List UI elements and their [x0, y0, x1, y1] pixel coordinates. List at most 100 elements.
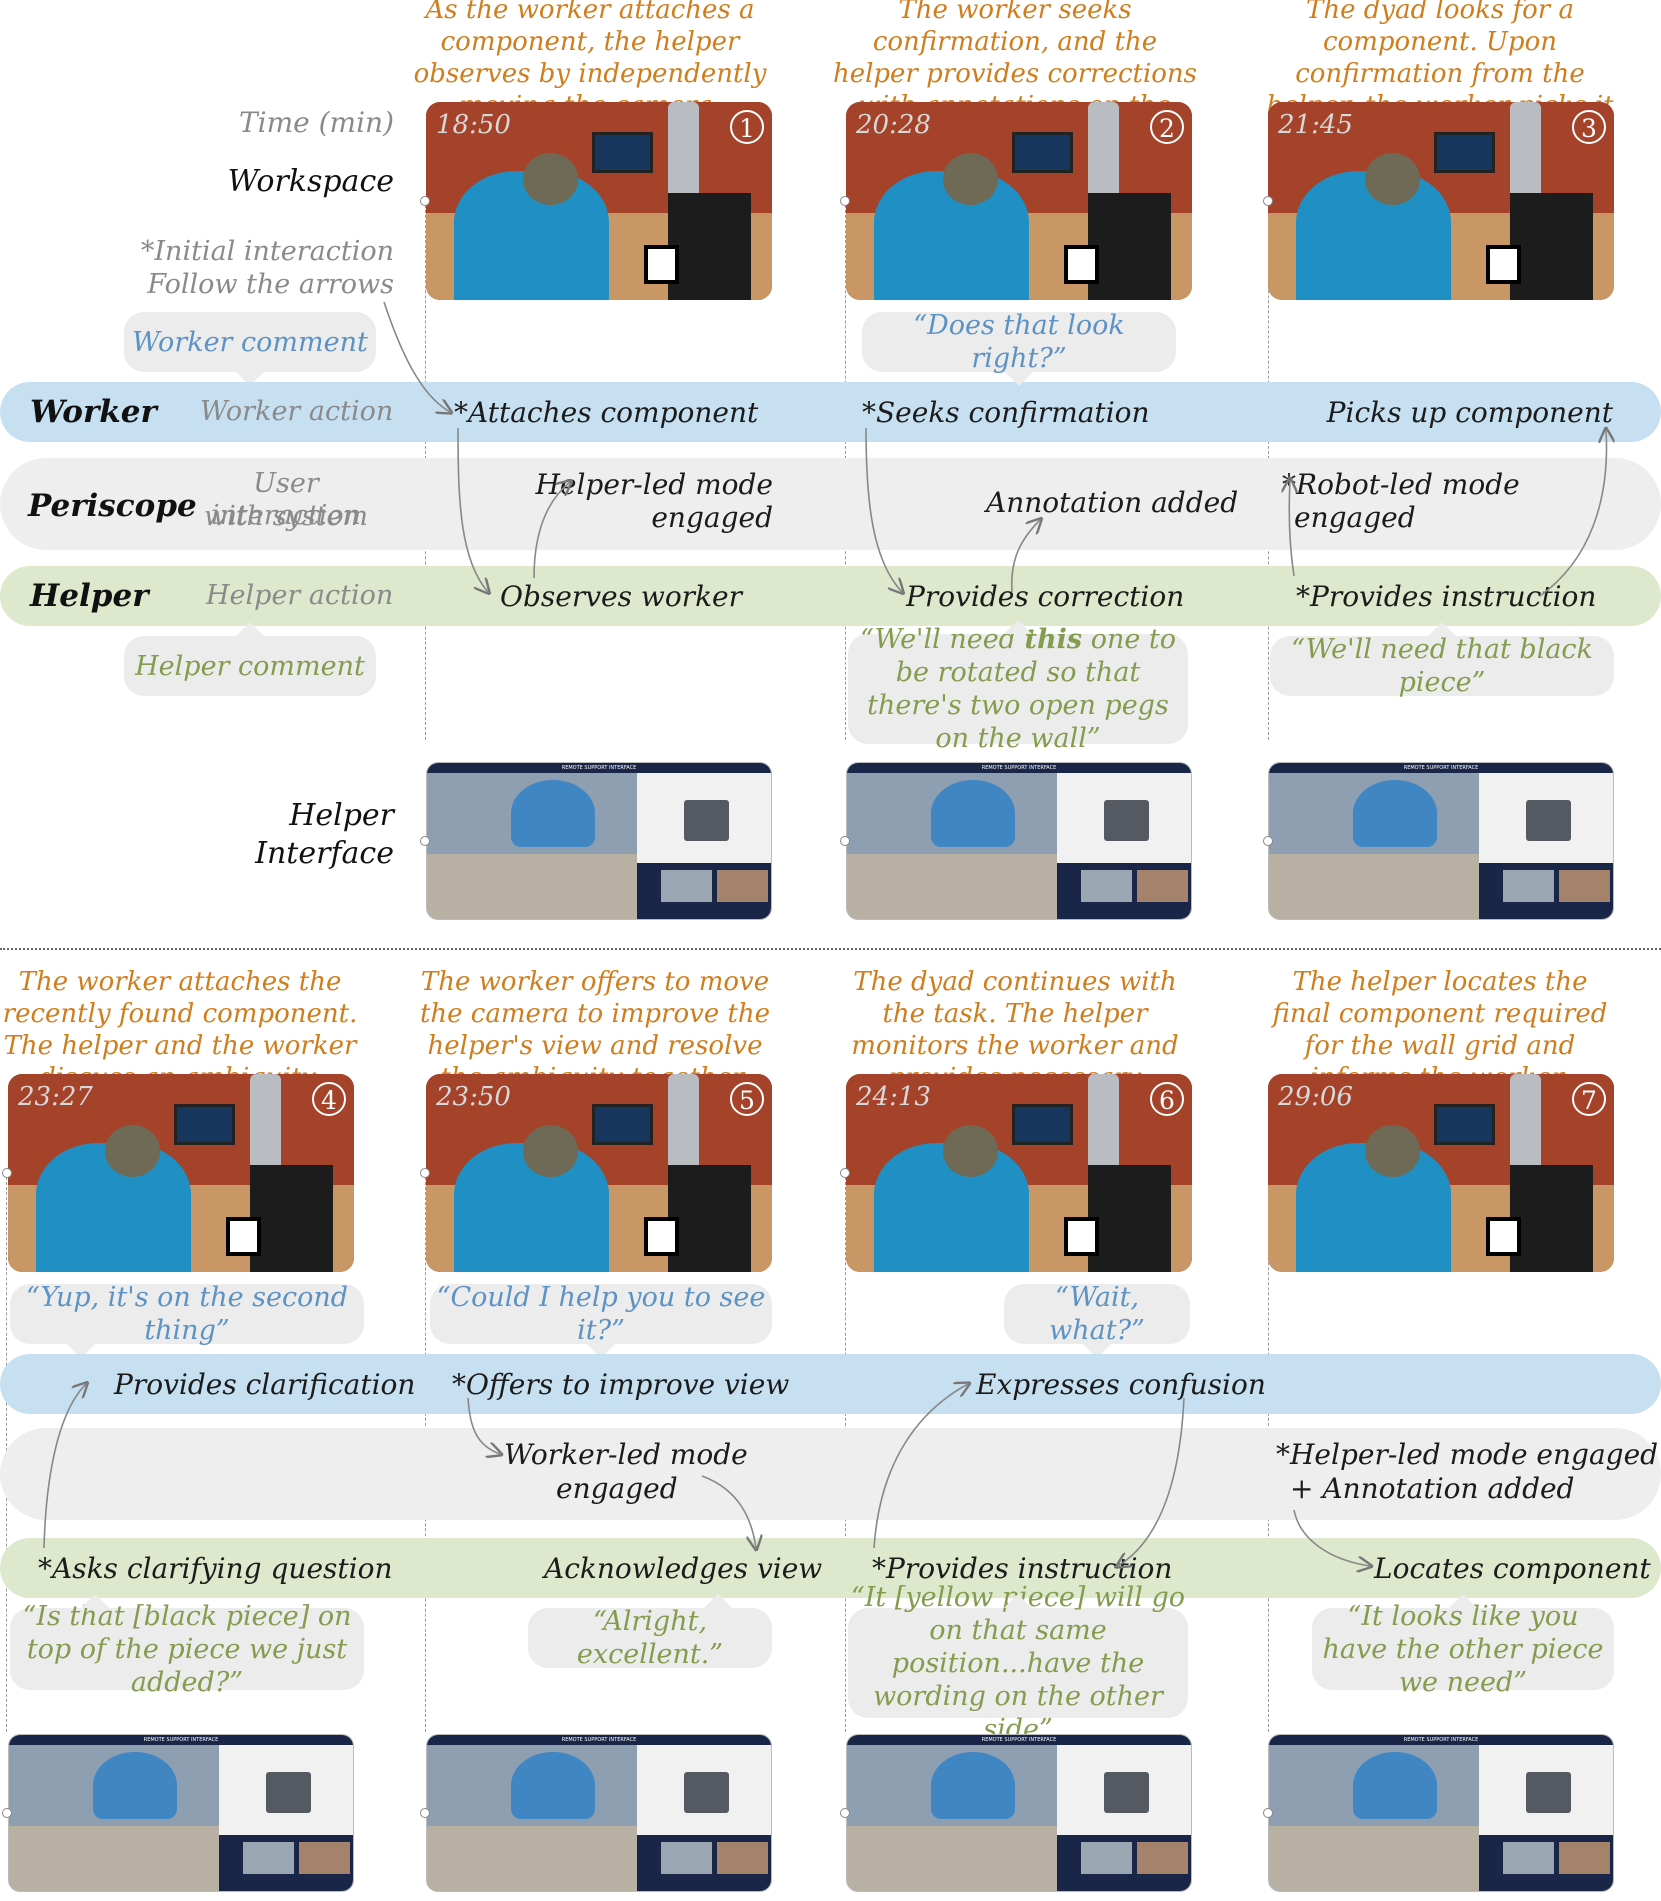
helper-interface-5: REMOTE SUPPORT INTERFACE: [426, 1734, 772, 1892]
interface-header-1: REMOTE SUPPORT INTERFACE: [561, 765, 637, 771]
frame-number-5: 5: [730, 1082, 764, 1116]
interface-header-6: REMOTE SUPPORT INTERFACE: [981, 1737, 1057, 1743]
frame-time-3: 21:45: [1278, 110, 1353, 140]
workspace-photo-7: 29:06 7: [1268, 1074, 1614, 1272]
worker-comment-legend: Worker comment: [124, 312, 376, 386]
helper-comment-2-c: one to be rotated so that there's two op…: [867, 624, 1177, 754]
workspace-photo-5: 23:50 5: [426, 1074, 772, 1272]
event-provides-correction: Provides correction: [906, 580, 1185, 613]
helper-comment-legend: Helper comment: [124, 622, 376, 696]
event-worker-led-mode-1: Worker-led mode: [504, 1438, 748, 1471]
workspace-label: Workspace: [227, 164, 394, 199]
frame-number-4: 4: [312, 1082, 346, 1116]
event-helper-led-annotation-1: *Helper-led mode engaged: [1276, 1438, 1659, 1471]
frame-time-5: 23:50: [436, 1082, 511, 1112]
row-sub-periscope-2: with system: [204, 501, 368, 532]
helper-interface-6: REMOTE SUPPORT INTERFACE: [846, 1734, 1192, 1892]
frame-time-1: 18:50: [436, 110, 511, 140]
arrow-worker-led-to-acknowledges: [701, 1475, 756, 1548]
periscope-band-bottom: [0, 1428, 1661, 1520]
worker-comment-5: “Could I help you to see it?”: [430, 1282, 772, 1358]
workspace-photo-3: 21:45 3: [1268, 102, 1614, 300]
event-provides-clarification: Provides clarification: [114, 1368, 416, 1401]
interface-header-5: REMOTE SUPPORT INTERFACE: [561, 1737, 637, 1743]
worker-comment-2: “Does that look right?”: [862, 310, 1176, 386]
arrow-correction-to-annotation: [1010, 520, 1040, 593]
event-attaches-component: *Attaches component: [454, 396, 759, 429]
frame-time-7: 29:06: [1278, 1082, 1353, 1112]
event-locates-component: Locates component: [1374, 1552, 1651, 1585]
helper-comment-2-emph: this: [1024, 624, 1083, 655]
row-name-helper: Helper: [30, 578, 149, 614]
interface-header-7: REMOTE SUPPORT INTERFACE: [1403, 1737, 1479, 1743]
arrow-helper-led-to-locates: [1293, 1509, 1370, 1566]
event-helper-led-annotation-2: + Annotation added: [1290, 1472, 1575, 1505]
row-sub-helper: Helper action: [206, 580, 394, 611]
arrow-offers-to-worker-led: [467, 1397, 500, 1454]
workspace-photo-1: 18:50 1: [426, 102, 772, 300]
arrow-observes-to-helper-led: [533, 482, 570, 579]
arrow-question-to-clarification: [43, 1384, 86, 1549]
timeline-dot-4: [2, 1168, 12, 1178]
event-worker-led-mode-2: engaged: [556, 1472, 678, 1505]
timeline-dot-6: [840, 1168, 850, 1178]
helper-interface-3: REMOTE SUPPORT INTERFACE: [1268, 762, 1614, 920]
helper-band-top: [0, 566, 1661, 626]
frame-time-2: 20:28: [856, 110, 931, 140]
time-label: Time (min): [238, 106, 394, 139]
helper-interface-7: REMOTE SUPPORT INTERFACE: [1268, 1734, 1614, 1892]
event-asks-clarifying-question: *Asks clarifying question: [38, 1552, 393, 1585]
event-expresses-confusion: Expresses confusion: [976, 1368, 1266, 1401]
workspace-photo-6: 24:13 6: [846, 1074, 1192, 1272]
event-helper-led-mode-2: engaged: [651, 501, 773, 534]
arrow-initial-to-attaches: [383, 301, 450, 412]
helper-interface-label-2: Interface: [255, 836, 394, 871]
interface-dot-1: [420, 836, 430, 846]
section-divider: [0, 948, 1661, 950]
row-sub-periscope-1: User interaction: [210, 468, 362, 531]
helper-comment-4: “Is that [black piece] on top of the pie…: [10, 1594, 364, 1698]
helper-comment-7: “It looks like you have the other piece …: [1312, 1594, 1614, 1698]
helper-comment-6: “It [yellow piece] will go on that same …: [848, 1582, 1188, 1745]
helper-comment-2: “We'll need this one to be rotated so th…: [848, 620, 1188, 754]
initial-interaction-label: *Initial interaction: [140, 236, 394, 267]
interface-dot-4: [2, 1808, 12, 1818]
frame-number-3: 3: [1572, 110, 1606, 144]
arrow-instruction-to-robot-led: [1289, 480, 1294, 577]
arrow-attaches-to-observes: [457, 427, 488, 592]
workspace-photo-4: 23:27 4: [8, 1074, 354, 1272]
timeline-dot-5: [420, 1168, 430, 1178]
helper-comment-2-a: “We'll need: [859, 624, 1025, 655]
event-observes-worker: Observes worker: [500, 580, 742, 613]
event-provides-instruction-top: *Provides instruction: [1296, 580, 1597, 613]
workspace-photo-2: 20:28 2: [846, 102, 1192, 300]
arrow-seeks-to-correction: [865, 427, 902, 592]
frame-number-2: 2: [1150, 110, 1184, 144]
interface-dot-7: [1263, 1808, 1273, 1818]
frame-number-7: 7: [1572, 1082, 1606, 1116]
interface-header-4: REMOTE SUPPORT INTERFACE: [143, 1737, 219, 1743]
row-sub-worker: Worker action: [200, 396, 394, 427]
worker-band-top: [0, 382, 1661, 442]
frame-number-1: 1: [730, 110, 764, 144]
follow-arrows-label: Follow the arrows: [147, 269, 394, 300]
frame-number-6: 6: [1150, 1082, 1184, 1116]
frame-time-4: 23:27: [18, 1082, 93, 1112]
timeline-dot-3: [1263, 196, 1273, 206]
timeline-dot-1: [420, 196, 430, 206]
event-picks-up-component: Picks up component: [1326, 396, 1613, 429]
helper-interface-1: REMOTE SUPPORT INTERFACE: [426, 762, 772, 920]
interface-dot-3: [1263, 836, 1273, 846]
helper-comment-5: “Alright, excellent.”: [528, 1594, 772, 1670]
row-name-periscope: Periscope: [28, 488, 197, 524]
event-seeks-confirmation: *Seeks confirmation: [862, 396, 1150, 429]
interface-dot-2: [840, 836, 850, 846]
event-offers-to-improve-view: *Offers to improve view: [452, 1368, 790, 1401]
worker-band-bottom: [0, 1354, 1661, 1414]
arrow-instruction-to-picks-up: [1539, 430, 1606, 597]
helper-band-bottom: [0, 1538, 1661, 1598]
interface-header-2: REMOTE SUPPORT INTERFACE: [981, 765, 1057, 771]
helper-interface-2: REMOTE SUPPORT INTERFACE: [846, 762, 1192, 920]
event-robot-led-mode-1: *Robot-led mode: [1282, 468, 1520, 501]
interface-dot-5: [420, 1808, 430, 1818]
